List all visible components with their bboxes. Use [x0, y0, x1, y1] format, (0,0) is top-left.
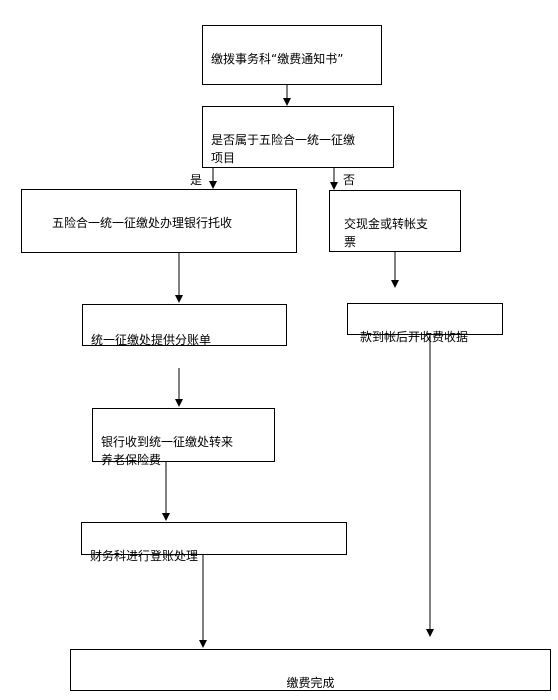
bank-receive-box: 银行收到统一征缴处转来 养老保险费 [92, 408, 275, 467]
split-bill-box: 统一征缴处提供分账单 [82, 304, 287, 347]
receipt-box: 款到帐后开收费收据 [347, 303, 503, 344]
decision-text: 是否属于五险合一统一征缴 项目 [211, 133, 356, 165]
finance-text: 财务科进行登账处理 [90, 549, 199, 563]
notice-box: 缴拨事务科“缴费通知书” [202, 25, 382, 85]
cash-check-text: 交现金或转帐支 票 [344, 217, 429, 249]
done-text: 缴费完成 [286, 676, 335, 690]
finance-box: 财务科进行登账处理 [81, 522, 347, 563]
notice-text: 缴拨事务科“缴费通知书” [211, 52, 344, 66]
bank-receive-text: 银行收到统一征缴处转来 养老保险费 [101, 435, 234, 467]
bank-entrust-text: 五险合一统一征缴处办理银行托收 [52, 216, 233, 230]
cash-check-box: 交现金或转帐支 票 [329, 190, 461, 252]
decision-box: 是否属于五险合一统一征缴 项目 [202, 106, 394, 168]
bank-entrust-box: 五险合一统一征缴处办理银行托收 [21, 189, 297, 253]
receipt-text: 款到帐后开收费收据 [360, 330, 469, 344]
done-box: 缴费完成 [70, 649, 551, 691]
yes-branch-label: 是 [190, 173, 203, 187]
no-branch-label: 否 [343, 173, 356, 187]
split-bill-text: 统一征缴处提供分账单 [91, 333, 212, 347]
